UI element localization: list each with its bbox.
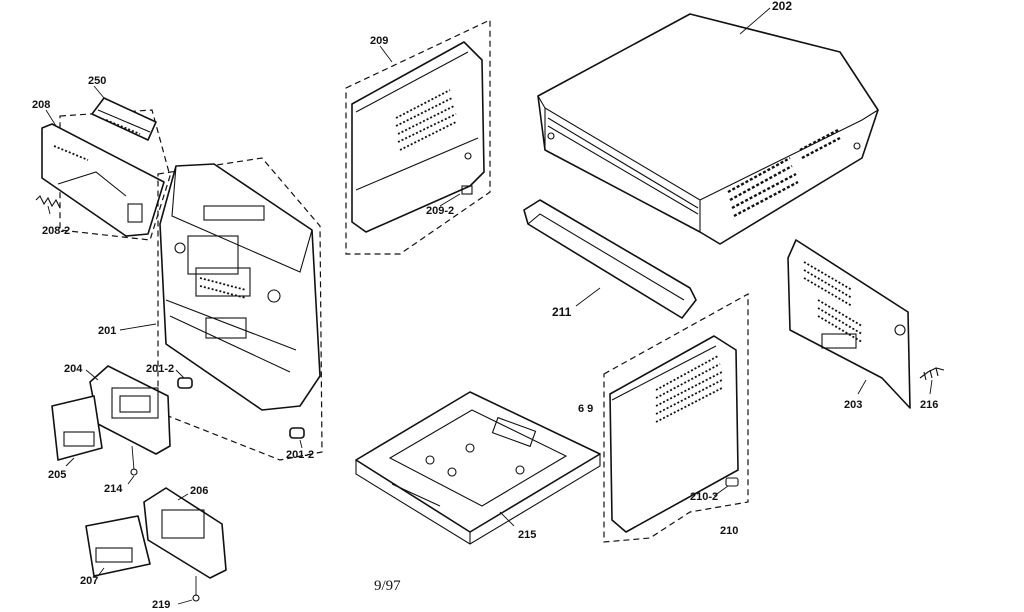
cassette-frame-206 bbox=[143, 487, 227, 579]
group-outline-208 bbox=[59, 109, 171, 241]
cassette-lid-250 bbox=[91, 85, 157, 141]
part-label-208-2: 208-2 bbox=[42, 225, 70, 237]
panel-208 bbox=[41, 109, 165, 237]
chassis-base-215 bbox=[355, 391, 601, 545]
part-label-210: 210 bbox=[720, 525, 738, 537]
part-label-216: 216 bbox=[920, 399, 938, 411]
part-label-6-9: 6 9 bbox=[578, 403, 593, 415]
foot-201-2-right bbox=[289, 427, 305, 449]
cassette-door-207 bbox=[85, 515, 151, 577]
part-label-202: 202 bbox=[772, 0, 792, 13]
drawing-date: 9/97 bbox=[374, 578, 401, 594]
part-label-201-2a: 201-2 bbox=[146, 363, 174, 375]
part-label-201-2b: 201-2 bbox=[286, 449, 314, 461]
part-label-214: 214 bbox=[104, 483, 123, 495]
part-label-210-2: 210-2 bbox=[690, 491, 718, 503]
side-panel-209 bbox=[345, 19, 491, 255]
part-label-203: 203 bbox=[844, 399, 862, 411]
part-label-211: 211 bbox=[552, 305, 572, 319]
part-label-208: 208 bbox=[32, 99, 50, 111]
foot-201-2-left bbox=[175, 369, 193, 389]
part-label-201: 201 bbox=[98, 325, 116, 337]
rear-panel-203 bbox=[787, 239, 911, 409]
part-label-209: 209 bbox=[370, 35, 388, 47]
part-label-207: 207 bbox=[80, 575, 98, 587]
group-outline-210 bbox=[603, 292, 749, 543]
top-cover-202 bbox=[537, 7, 879, 245]
part-label-204: 204 bbox=[64, 363, 83, 375]
part-label-206: 206 bbox=[190, 485, 208, 497]
screw-216 bbox=[919, 367, 945, 395]
part-label-209-2: 209-2 bbox=[426, 205, 454, 217]
screw-214 bbox=[127, 445, 138, 485]
cassette-door-205a bbox=[51, 395, 103, 467]
trim-bar-211 bbox=[523, 199, 697, 319]
part-label-250: 250 bbox=[88, 75, 106, 87]
side-panel-210 bbox=[609, 335, 739, 533]
part-label-215-base: 215 bbox=[518, 529, 536, 541]
spring-208-2 bbox=[35, 195, 61, 215]
part-label-219: 219 bbox=[152, 599, 170, 611]
screw-219 bbox=[177, 576, 200, 605]
part-label-205: 205 bbox=[48, 469, 66, 481]
front-panel-201 bbox=[119, 163, 321, 411]
